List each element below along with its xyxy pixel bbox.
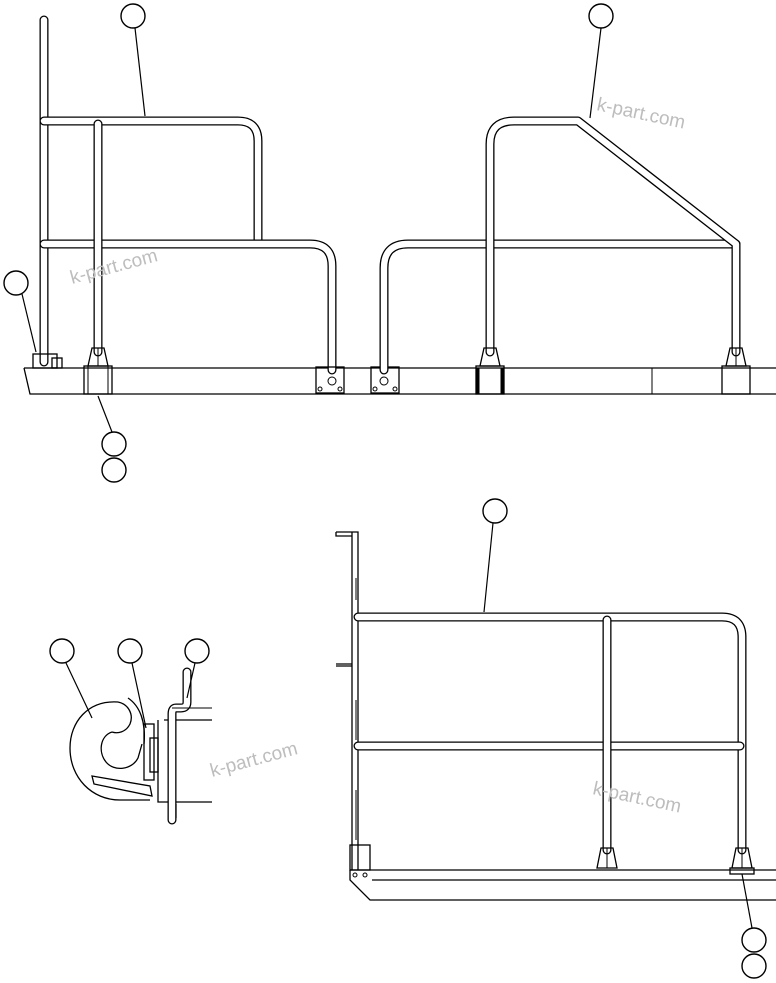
- watermark-1: k-part.com: [68, 245, 160, 289]
- left-tall-post: [32, 15, 63, 369]
- top-left-handrail: [39, 116, 337, 375]
- side-callouts: [482, 498, 767, 979]
- top-deck: [23, 367, 776, 395]
- callout-side-bracket-1: [741, 927, 767, 953]
- top-callouts: [3, 3, 614, 483]
- callout-detail-bolt: [117, 638, 143, 664]
- callout-side-handrail: [482, 498, 508, 524]
- top-right-handrail: [379, 116, 741, 375]
- callout-side-bracket-2: [741, 953, 767, 979]
- callout-bracket-2: [101, 457, 127, 483]
- bracket-far-right: [721, 347, 751, 395]
- callout-left-post: [3, 270, 29, 296]
- hook-detail: [69, 667, 212, 825]
- watermark-2: k-part.com: [595, 94, 687, 133]
- callout-top-right: [588, 3, 614, 29]
- callout-detail-rail: [184, 638, 210, 664]
- bracket-left: [83, 347, 113, 395]
- callout-top-left: [120, 3, 146, 29]
- watermark-3: k-part.com: [208, 738, 300, 782]
- callout-detail-hook: [49, 638, 75, 664]
- bracket-mid-right: [475, 347, 505, 395]
- callout-bracket-1: [101, 431, 127, 457]
- detail-callouts: [49, 638, 210, 729]
- top-assembly: [23, 15, 776, 395]
- side-assembly: [335, 531, 776, 901]
